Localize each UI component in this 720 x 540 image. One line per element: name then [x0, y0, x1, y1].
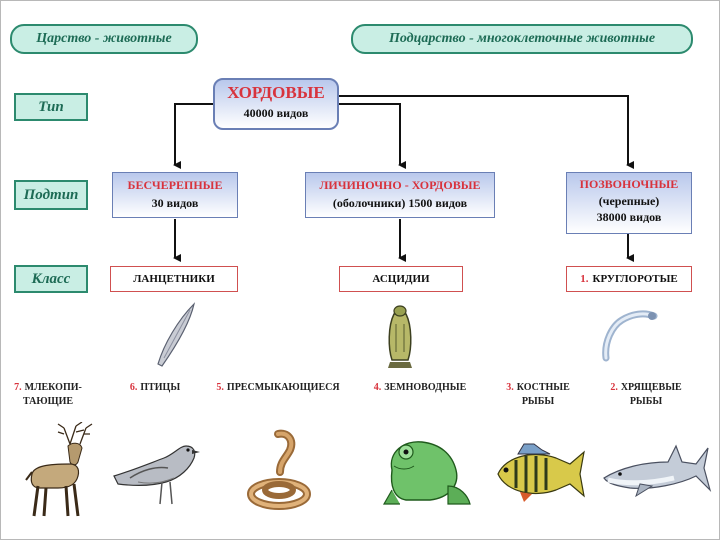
subtype-box-vertebrata: ПОЗВОНОЧНЫЕ (черепные) 38000 видов [566, 172, 692, 234]
kingdom-label: Царство - животные [10, 24, 198, 54]
subtype-name: БЕСЧЕРЕПНЫЕ [127, 178, 223, 192]
class-name: КРУГЛОРОТЫЕ [592, 273, 678, 285]
vertebrate-class-bony-fish: 3.КОСТНЫЕ РЫБЫ [494, 381, 582, 409]
subkingdom-label: Подцарство - многоклеточные животные [351, 24, 693, 54]
class-number: 4. [373, 382, 382, 393]
root-phylum-box: ХОРДОВЫЕ 40000 видов [213, 78, 339, 130]
ascidian-icon [388, 305, 412, 368]
class-name: КОСТНЫЕ [516, 382, 570, 393]
vertebrate-class-cartilaginous-fish: 2.ХРЯЩЕВЫЕ РЫБЫ [598, 381, 694, 409]
perch-icon [497, 443, 585, 502]
subtype-name: ПОЗВОНОЧНЫЕ [579, 177, 679, 191]
class-number: 2. [610, 382, 618, 393]
class-name: ХРЯЩЕВЫЕ [620, 382, 682, 393]
vertebrate-class-mammals: 7.МЛЕКОПИ- ТАЮЩИЕ [8, 381, 88, 409]
lancelet-icon [157, 302, 196, 367]
vertebrate-class-amphibians: 4.ЗЕМНОВОДНЫЕ [358, 381, 482, 395]
class-number: 6. [129, 382, 138, 393]
class-number: 1. [580, 273, 589, 285]
row-label-subtype: Подтип [14, 180, 88, 210]
subtype-count: 30 видов [151, 196, 199, 210]
class-name-line2: РЫБЫ [629, 396, 663, 407]
class-box-ascidians: АСЦИДИИ [339, 266, 463, 292]
shark-icon [603, 444, 712, 498]
class-name: ПТИЦЫ [140, 382, 181, 393]
class-number: 5. [216, 382, 224, 393]
class-name-line2: ТАЮЩИЕ [22, 396, 74, 407]
class-name: АСЦИДИИ [372, 273, 430, 285]
class-name: ЛАНЦЕТНИКИ [133, 273, 215, 285]
subtype-count: (оболочники) 1500 видов [332, 196, 468, 210]
bird-icon [113, 445, 200, 505]
row-label-class: Класс [14, 265, 88, 293]
class-name: ЗЕМНОВОДНЫЕ [384, 382, 467, 393]
class-name-line2: РЫБЫ [521, 396, 555, 407]
deer-icon [25, 422, 93, 517]
subtype-name: ЛИЧИНОЧНО - ХОРДОВЫЕ [319, 178, 481, 192]
lamprey-icon [602, 310, 658, 362]
subtype-count: 38000 видов [596, 210, 662, 224]
subtype-box-urochordata: ЛИЧИНОЧНО - ХОРДОВЫЕ (оболочники) 1500 в… [305, 172, 495, 218]
class-box-lancelets: ЛАНЦЕТНИКИ [110, 266, 238, 292]
class-number: 7. [14, 382, 22, 393]
snake-icon [247, 429, 311, 510]
class-box-cyclostomes: 1. КРУГЛОРОТЫЕ [566, 266, 692, 292]
frog-icon [382, 441, 471, 505]
row-label-type: Тип [14, 93, 88, 121]
class-number: 3. [506, 382, 514, 393]
class-name: МЛЕКОПИ- [24, 382, 82, 393]
class-name: ПРЕСМЫКАЮЩИЕСЯ [226, 382, 340, 393]
root-count: 40000 видов [243, 106, 309, 120]
root-name: ХОРДОВЫЕ [227, 83, 325, 102]
subtype-box-acrania: БЕСЧЕРЕПНЫЕ 30 видов [112, 172, 238, 218]
vertebrate-class-birds: 6.ПТИЦЫ [115, 381, 195, 395]
subtype-extra: (черепные) [598, 194, 660, 208]
vertebrate-class-reptiles: 5.ПРЕСМЫКАЮЩИЕСЯ [198, 381, 358, 395]
